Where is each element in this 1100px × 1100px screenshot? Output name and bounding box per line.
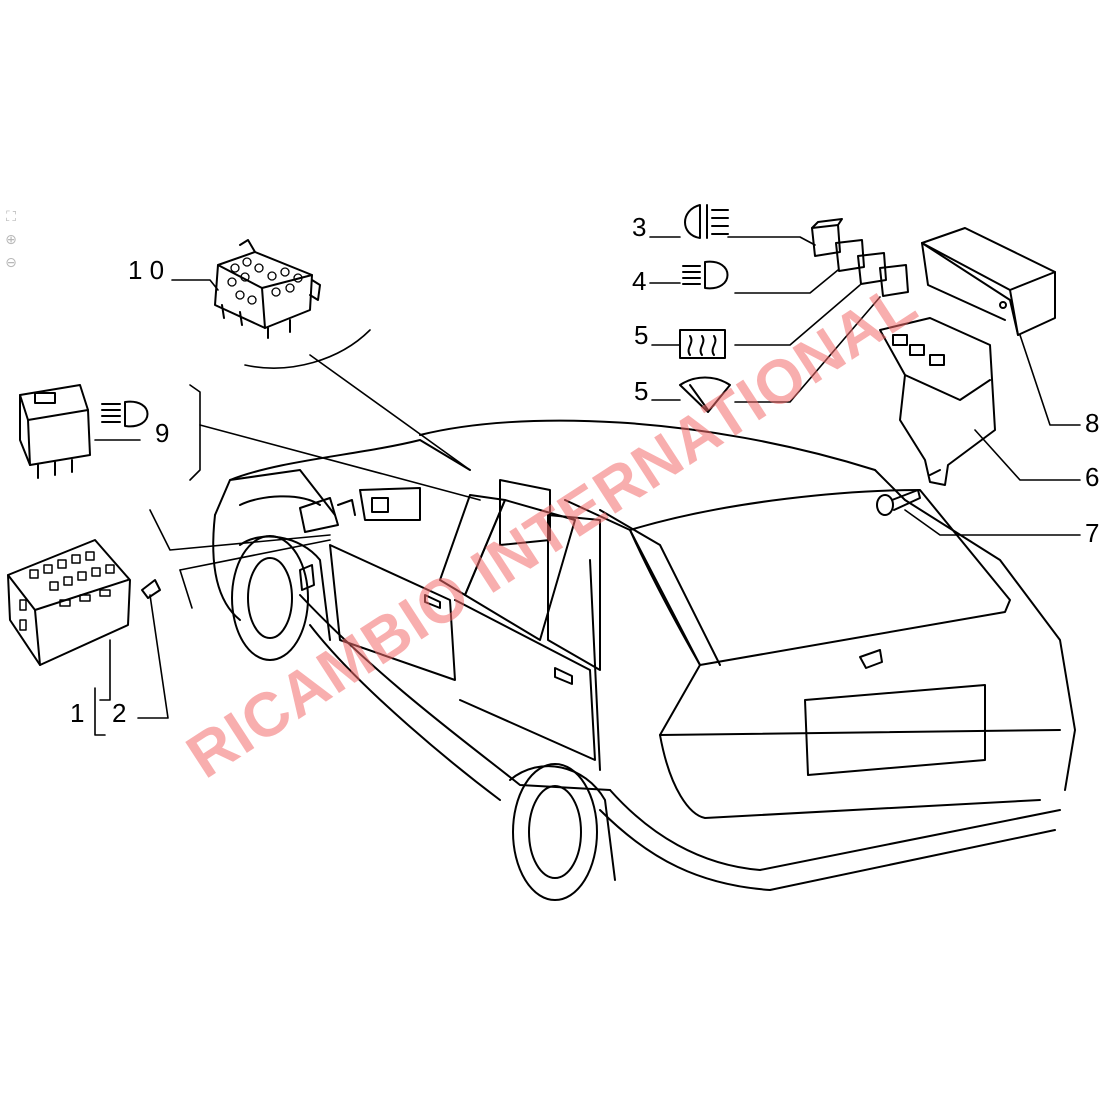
relay-part-9 bbox=[19, 384, 91, 479]
bracket-part-6 bbox=[879, 317, 996, 486]
connector-part-10 bbox=[214, 239, 321, 339]
callout-2: 2 bbox=[112, 698, 126, 728]
callout-5b: 5 bbox=[634, 376, 648, 406]
headlamp-icon bbox=[682, 260, 729, 290]
fuse-box-part bbox=[7, 539, 161, 666]
main-beam-icon bbox=[101, 400, 149, 428]
callout-9: 9 bbox=[155, 418, 169, 448]
zoom-out-icon[interactable]: ⊖ bbox=[5, 255, 17, 271]
rear-defrost-icon bbox=[679, 329, 726, 359]
car-outline bbox=[212, 419, 1076, 901]
callout-3: 3 bbox=[632, 212, 646, 242]
fit-screen-icon[interactable]: ⛶ bbox=[6, 209, 16, 225]
callout-5a: 5 bbox=[634, 320, 648, 350]
callout-7: 7 bbox=[1085, 518, 1099, 548]
callout-4: 4 bbox=[632, 266, 646, 296]
callout-8: 8 bbox=[1085, 408, 1099, 438]
cover-part-8 bbox=[921, 227, 1056, 336]
fog-lamp-icon bbox=[684, 204, 729, 239]
leader-lines bbox=[94, 236, 1081, 736]
viewer-toolbar: ⛶ ⊕ ⊖ bbox=[2, 208, 22, 277]
relay-row-parts bbox=[811, 218, 909, 297]
callout-6: 6 bbox=[1085, 462, 1099, 492]
zoom-in-icon[interactable]: ⊕ bbox=[5, 232, 17, 248]
screw-part-7 bbox=[876, 489, 921, 516]
wiper-icon bbox=[679, 376, 731, 413]
watermark: RICAMBIO INTERNATIONAL bbox=[175, 269, 929, 792]
callout-10: 1 0 bbox=[128, 255, 164, 285]
callout-1: 1 bbox=[70, 698, 84, 728]
